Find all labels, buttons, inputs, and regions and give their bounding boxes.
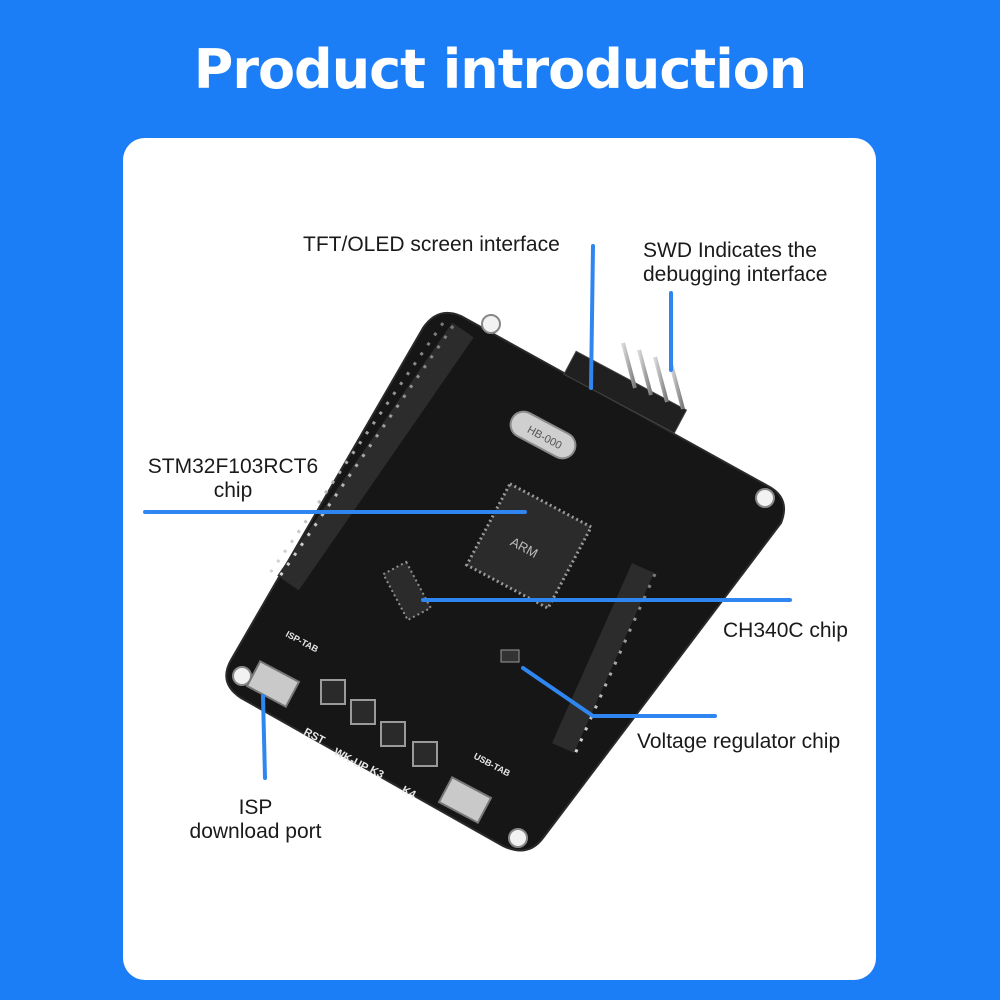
usb-port (437, 775, 493, 825)
swd-header (621, 342, 685, 410)
callout-line-regulator-diag (521, 666, 595, 718)
button-label: K3 (368, 764, 386, 781)
label-isp-line2: download port (189, 820, 322, 843)
mount-hole (481, 314, 501, 334)
mount-hole (755, 488, 775, 508)
mount-hole (508, 828, 528, 848)
voltage-regulator (500, 649, 520, 663)
ch340c-chip (381, 560, 433, 622)
label-voltage-regulator: Voltage regulator chip (637, 730, 841, 753)
dev-board-illustration: HB-000 ARM RST WK-UP K3 K4 ISP-TAB USB-T… (143, 244, 792, 852)
label-stm32-line1: STM32F103RCT6 (147, 455, 319, 478)
isp-usb-port (245, 659, 301, 709)
label-isp-line1: ISP (238, 796, 273, 819)
callout-line-isp (261, 694, 267, 780)
left-pin-header (266, 322, 474, 591)
label-swd-line2: debugging interface (643, 263, 828, 286)
crystal-oscillator (509, 410, 577, 460)
label-stm32-line2: chip (213, 479, 253, 502)
label-stm32: STM32F103RCT6 chip (135, 455, 331, 503)
label-isp: ISP download port (173, 796, 338, 844)
tactile-buttons (320, 679, 438, 767)
product-card: HB-000 ARM RST WK-UP K3 K4 ISP-TAB USB-T… (123, 138, 876, 980)
label-swd-line1: SWD Indicates the (643, 239, 817, 262)
mount-hole (232, 666, 252, 686)
stm32-mcu (464, 481, 594, 611)
label-swd: SWD Indicates the debugging interface (643, 239, 827, 287)
label-ch340c: CH340C chip (723, 619, 848, 642)
label-tft-oled: TFT/OLED screen interface (303, 233, 560, 256)
callout-lines (143, 244, 792, 780)
page-title: Product introduction (193, 38, 808, 101)
callout-line-tft (589, 244, 595, 390)
